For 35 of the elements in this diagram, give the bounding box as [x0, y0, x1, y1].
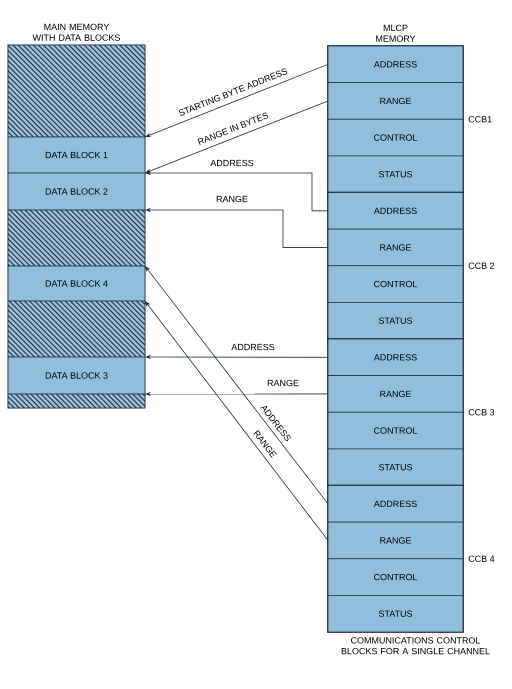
node-label: CCB1: [468, 116, 492, 122]
column-label: COMMUNICATIONS CONTROL BLOCKS FOR A SINGLE CHANNEL: [342, 637, 490, 654]
hatched-region: [8, 300, 146, 358]
node-label: CCB 2: [468, 262, 494, 269]
memory-cell: ADDRESS: [328, 485, 464, 523]
node-label: CCB 3: [468, 409, 494, 416]
memory-cell: STATUS: [328, 155, 464, 193]
memory-cell: CONTROL: [328, 412, 464, 450]
hatched-region: [8, 394, 146, 408]
memory-cell: DATA BLOCK 2: [8, 172, 146, 210]
node-label: CCB 4: [468, 556, 494, 562]
memory-cell: STATUS: [328, 448, 464, 486]
edge-label: ADDRESS: [209, 158, 255, 168]
edge-label: RANGE: [215, 194, 249, 204]
memory-cell: STATUS: [328, 302, 464, 340]
column-heading: MLCP MEMORY: [376, 24, 416, 42]
memory-cell: DATA BLOCK 1: [8, 136, 146, 174]
memory-cell: CONTROL: [328, 558, 464, 596]
memory-cell: DATA BLOCK 3: [8, 356, 146, 394]
memory-cell: CONTROL: [328, 118, 464, 156]
memory-cell: CONTROL: [328, 265, 464, 303]
edge-label: RANGE: [266, 378, 300, 388]
hatched-region: [8, 210, 146, 266]
memory-cell: RANGE: [328, 522, 464, 560]
memory-cell: RANGE: [328, 82, 464, 120]
memory-cell: ADDRESS: [328, 46, 464, 84]
memory-cell: ADDRESS: [328, 338, 464, 376]
hatched-region: [8, 44, 146, 138]
column-heading: MAIN MEMORY WITH DATA BLOCKS: [32, 24, 120, 41]
memory-cell: ADDRESS: [328, 192, 464, 230]
memory-cell: DATA BLOCK 4: [8, 266, 146, 302]
edge-label: ADDRESS: [230, 342, 276, 352]
memory-cell: RANGE: [328, 375, 464, 413]
memory-cell: RANGE: [328, 228, 464, 266]
memory-cell: STATUS: [328, 594, 464, 632]
